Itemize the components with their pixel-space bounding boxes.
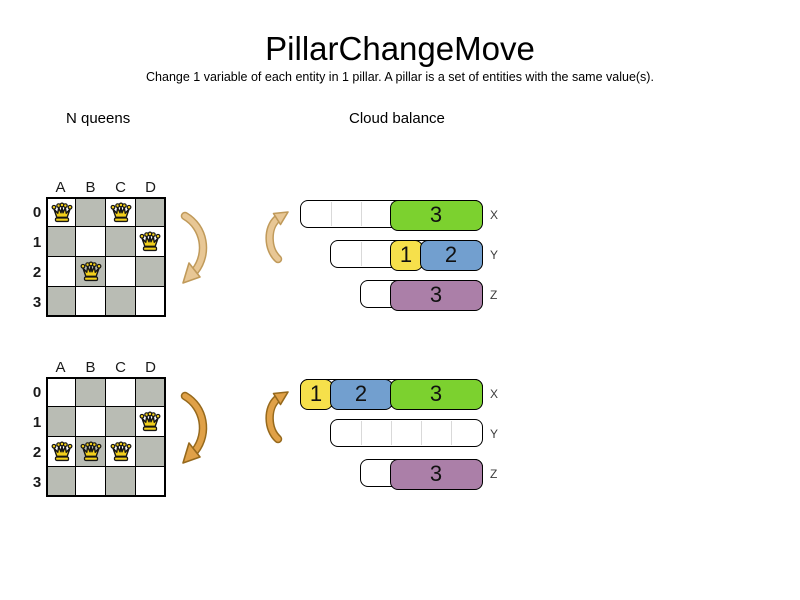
board-cell [106,227,136,257]
capacity-tick [451,421,452,445]
process-block: 2 [329,378,393,410]
process-block: 1 [389,239,423,271]
page-subtitle: Change 1 variable of each entity in 1 pi… [146,70,654,84]
board-cell [46,197,76,227]
move-arrow-down-icon [174,210,218,293]
process-block: 3 [389,378,483,410]
process-block: 2 [419,239,483,271]
computer-bar: 3 [360,458,483,490]
board-cell [76,407,106,437]
computer-bar: 3 [300,199,483,231]
section-label-nqueens: N queens [66,110,131,127]
board-column-header: D [145,179,157,196]
board-column-header: C [115,359,127,376]
computer-bar: 3 [360,279,483,311]
queen-icon [51,441,72,461]
board-cell [76,467,106,497]
board-cell [106,197,136,227]
board-cell [76,227,106,257]
board-cell [76,377,106,407]
board-cell [136,377,166,407]
queen-icon [139,231,161,251]
computer-label: Z [490,467,498,481]
section-label-cloud-balance: Cloud balance [349,110,445,127]
queen-icon [80,441,101,461]
capacity-tick [361,242,362,266]
board-cell [136,437,166,467]
board-cell [136,257,166,287]
computer-label: X [490,387,499,401]
board-cell [106,377,136,407]
board-row-header: 2 [32,443,42,461]
board-row-header: 0 [32,383,42,401]
board-cell [46,377,76,407]
board-cell [46,257,76,287]
board-cell [76,257,106,287]
page-title: PillarChangeMove [265,30,535,67]
board-column-header: A [55,359,67,376]
board-column-header: D [145,359,157,376]
board-column-header: B [85,359,97,376]
nqueens-board-before: A B C D 0 1 2 3 [28,179,166,317]
board-column-header: C [115,179,127,196]
process-block: 3 [389,199,483,231]
computer-label: X [490,208,499,222]
board-row-header: 2 [32,263,42,281]
queen-icon [51,202,72,222]
board-row-header: 1 [32,413,42,431]
queen-icon [139,411,161,431]
board-cell [136,287,166,317]
board-cell [76,287,106,317]
board-row-header: 3 [32,473,42,491]
board-cell [106,407,136,437]
computer-label: Z [490,288,498,302]
board-corner [28,180,46,197]
board-cell [106,287,136,317]
capacity-tick [391,421,392,445]
board-cell [46,287,76,317]
queen-icon [110,202,131,222]
move-arrow-down-icon [174,390,218,473]
board-column-header: B [85,179,97,196]
board-cell [106,437,136,467]
capacity-tick [331,202,332,226]
board-row-header: 3 [32,293,42,311]
board-cell [46,227,76,257]
board-cell [136,197,166,227]
capacity-tick [361,202,362,226]
board-cell [106,467,136,497]
process-block: 3 [389,279,483,311]
board-cell [136,227,166,257]
capacity-tick [421,421,422,445]
capacity-tick [361,421,362,445]
board-row-header: 1 [32,233,42,251]
board-cell [136,407,166,437]
computer-label: Y [490,427,499,441]
board-cell [76,197,106,227]
board-row-header: 0 [32,203,42,221]
board-corner [28,360,46,377]
board-cell [46,467,76,497]
board-cell [106,257,136,287]
move-arrow-up-icon [264,207,304,270]
nqueens-board-after: A B C D 0 1 2 3 [28,359,166,497]
process-block: 1 [299,378,333,410]
board-cell [46,437,76,467]
board-column-header: A [55,179,67,196]
computer-label: Y [490,248,499,262]
board-cell [76,437,106,467]
board-cell [46,407,76,437]
queen-icon [110,441,131,461]
queen-icon [80,261,101,281]
computer-bar [330,419,483,447]
move-arrow-up-icon [264,387,304,450]
process-block: 3 [389,458,483,490]
board-cell [136,467,166,497]
